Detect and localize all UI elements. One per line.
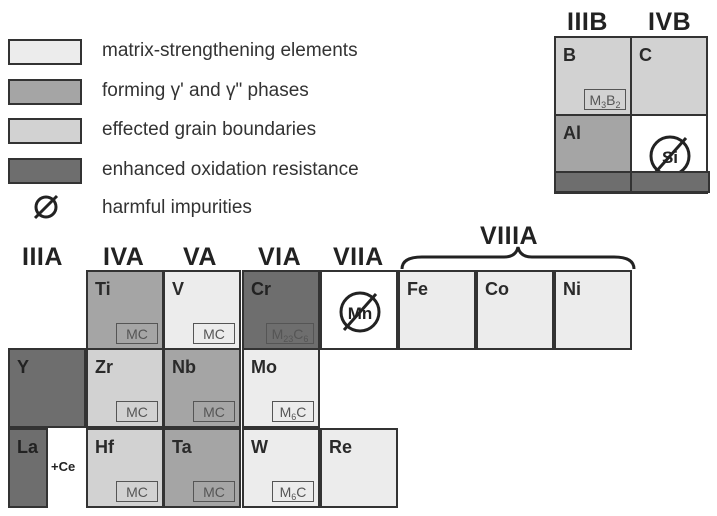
element-symbol-Y: Y — [17, 357, 30, 377]
group-header-IVB: IVB — [648, 8, 692, 36]
element-cell-Ni: Ni — [554, 270, 632, 350]
legend-label-grain-boundaries: effected grain boundaries — [102, 119, 317, 140]
element-symbol-Ti: Ti — [95, 279, 111, 299]
element-cell-Co: Co — [476, 270, 554, 350]
phase-label-M23C6: M23C6 — [266, 323, 314, 344]
phase-label-M6C: M6C — [272, 401, 314, 422]
element-symbol-Ni: Ni — [563, 279, 581, 299]
phase-label-M6C: M6C — [272, 481, 314, 502]
element-symbol-Re: Re — [329, 437, 353, 457]
element-cell-Hf: Hf MC — [86, 428, 164, 508]
element-symbol-Zr: Zr — [95, 357, 113, 377]
element-symbol-V: V — [172, 279, 185, 299]
element-cell-La: La — [8, 428, 48, 508]
element-cell-Y: Y — [8, 348, 86, 428]
legend-swatch-matrix — [8, 39, 82, 65]
element-cell-Ta: Ta MC — [163, 428, 241, 508]
phase-label-MC: MC — [193, 481, 235, 502]
harmful-impurity-icon — [33, 194, 59, 220]
oxidation-strip-Si — [630, 171, 710, 193]
legend-swatch-gamma-phases — [8, 79, 82, 105]
element-cell-Cr: Cr M23C6 — [242, 270, 320, 350]
phase-label-MC: MC — [116, 323, 158, 344]
cerium-note: +Ce — [51, 459, 76, 474]
group-header-VIIA: VIIA — [333, 243, 384, 271]
element-cell-B: B M3B2 — [554, 36, 632, 116]
element-symbol-La: La — [17, 437, 39, 457]
element-symbol-Ta: Ta — [172, 437, 192, 457]
phase-label-MC: MC — [116, 481, 158, 502]
element-cell-V: V MC — [163, 270, 241, 350]
element-symbol-W: W — [251, 437, 268, 457]
element-symbol-C: C — [639, 45, 652, 65]
group-header-VIA: VIA — [258, 243, 302, 271]
phase-label-M3B2: M3B2 — [584, 89, 626, 110]
element-symbol-Nb: Nb — [172, 357, 196, 377]
element-symbol-Fe: Fe — [407, 279, 429, 299]
element-symbol-Co: Co — [485, 279, 509, 299]
phase-label-MC: MC — [193, 323, 235, 344]
group-header-IIIA: IIIA — [22, 243, 63, 271]
element-cell-Re: Re — [320, 428, 398, 508]
impurity-icon-Mn: Mn — [339, 291, 381, 333]
element-symbol-Al: Al — [563, 123, 581, 143]
legend-swatch-grain-boundaries — [8, 118, 82, 144]
legend-label-impurities: harmful impurities — [102, 197, 252, 218]
legend-label-oxidation: enhanced oxidation resistance — [102, 159, 359, 180]
oxidation-strip-Al — [554, 171, 632, 193]
legend-label-matrix: matrix-strengthening elements — [102, 40, 358, 61]
legend-swatch-oxidation — [8, 158, 82, 184]
element-cell-Fe: Fe — [398, 270, 476, 350]
element-symbol-Mn: Mn — [348, 304, 373, 323]
group-brace — [400, 246, 636, 270]
element-symbol-Hf: Hf — [95, 437, 114, 457]
element-cell-Zr: Zr MC — [86, 348, 164, 428]
element-cell-C: C — [630, 36, 708, 116]
element-symbol-Cr: Cr — [251, 279, 272, 299]
element-symbol-Mo: Mo — [251, 357, 277, 377]
element-symbol-Si: Si — [662, 148, 678, 167]
element-cell-Ti: Ti MC — [86, 270, 164, 350]
phase-label-MC: MC — [116, 401, 158, 422]
group-header-VA: VA — [183, 243, 217, 271]
group-header-IVA: IVA — [103, 243, 145, 271]
element-cell-Mn: Mn — [320, 270, 398, 350]
phase-label-MC: MC — [193, 401, 235, 422]
group-header-IIIB: IIIB — [567, 8, 608, 36]
element-cell-Nb: Nb MC — [163, 348, 241, 428]
element-cell-Mo: Mo M6C — [242, 348, 320, 428]
element-symbol-B: B — [563, 45, 576, 65]
group-header-VIIIA: VIIIA — [480, 222, 539, 250]
legend-label-gamma-phases: forming γ' and γ" phases — [102, 80, 309, 101]
element-cell-W: W M6C — [242, 428, 320, 508]
